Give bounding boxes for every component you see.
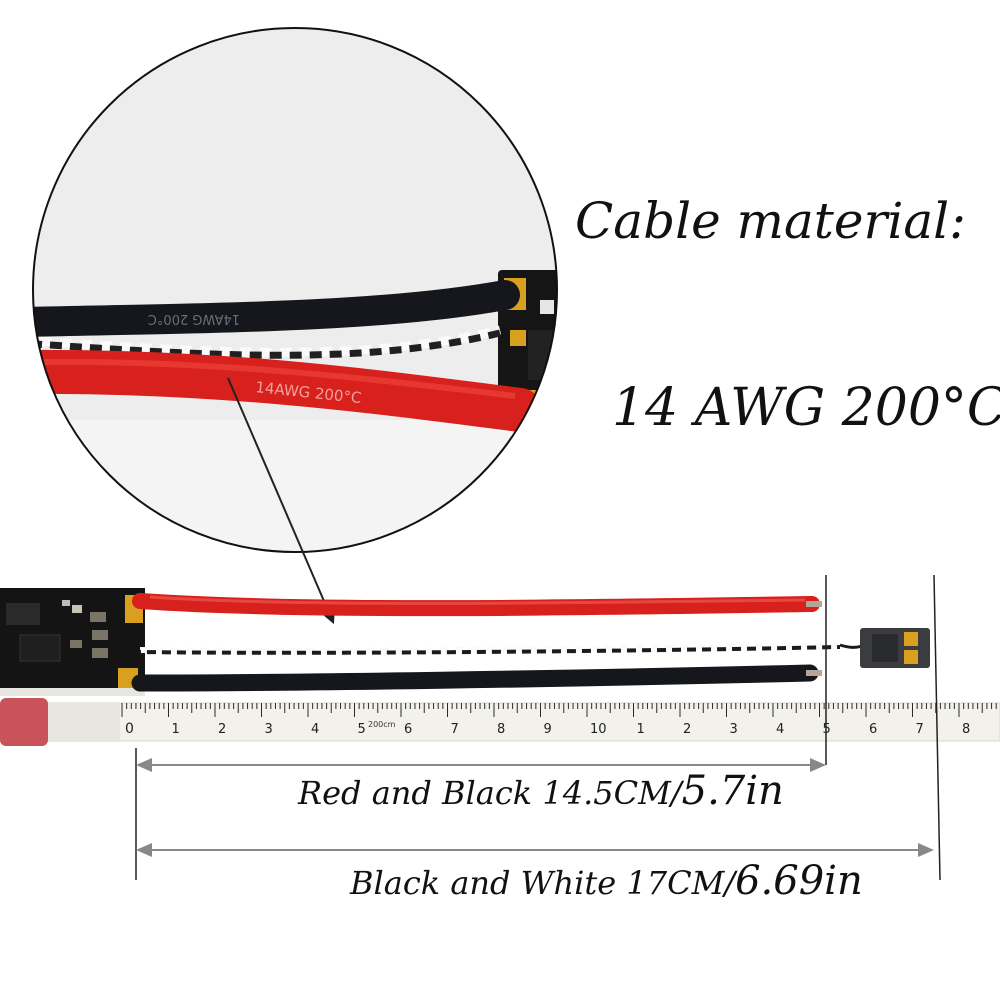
tape-label: 8 (962, 722, 970, 737)
red-wire (132, 593, 820, 617)
guide-line-black-white-end (933, 574, 941, 881)
magnified-twisted-pair-black (33, 329, 501, 359)
tape-label: 10 (590, 722, 607, 737)
tape-label: 3 (265, 722, 273, 737)
black-wire-print: 14AWG 200°C (148, 311, 240, 326)
tape-label: 6 (869, 722, 877, 737)
dimension-text-black-white: Black and White 17CM/ (350, 864, 736, 902)
tape-label: 7 (916, 722, 924, 737)
dimension-label-black-white: Black and White 17CM/6.69in (350, 858, 863, 904)
dimension-text-red-black: Red and Black 14.5CM/ (298, 774, 682, 812)
magnifier-circle: 14AWG 200°C 14AWG 200°C (32, 27, 558, 553)
twisted-pair-wire (139, 642, 841, 655)
tape-label: 1 (637, 722, 645, 737)
tape-label: 3 (730, 722, 738, 737)
black-wire (131, 664, 819, 692)
tape-label: 2 (218, 722, 226, 737)
esc-board (0, 588, 145, 696)
dimension-arrow-red-black (136, 758, 826, 772)
dimension-inches-red-black: 5.7in (681, 768, 784, 814)
tape-measure: 01234567891012345678 200cm (0, 698, 1000, 746)
tape-label: 0 (125, 721, 134, 737)
magnified-red-wire (33, 349, 542, 432)
magnified-black-wire (33, 280, 520, 337)
jst-connector (839, 628, 930, 668)
tape-label: 1 (172, 722, 180, 737)
dimension-inches-black-white: 6.69in (735, 858, 863, 904)
tape-label: 2 (683, 722, 691, 737)
dimension-label-red-black: Red and Black 14.5CM/5.7in (298, 768, 784, 814)
tape-label: 5 (358, 722, 366, 737)
caption-title-line2: 14 AWG 200°C (612, 378, 1000, 438)
tape-label: 4 (311, 722, 319, 737)
pointer-arrow (227, 377, 336, 625)
tape-label: 7 (451, 722, 459, 737)
dimension-arrow-black-white (136, 843, 934, 857)
magnified-twisted-pair-white (33, 325, 502, 357)
caption-title-line1: Cable material: (575, 192, 966, 250)
tape-label: 9 (544, 722, 552, 737)
tape-label: 8 (497, 722, 505, 737)
tape-unit-label: 200cm (368, 720, 396, 729)
tape-label: 4 (776, 722, 784, 737)
tape-tab (0, 698, 48, 746)
tape-label: 6 (404, 722, 412, 737)
